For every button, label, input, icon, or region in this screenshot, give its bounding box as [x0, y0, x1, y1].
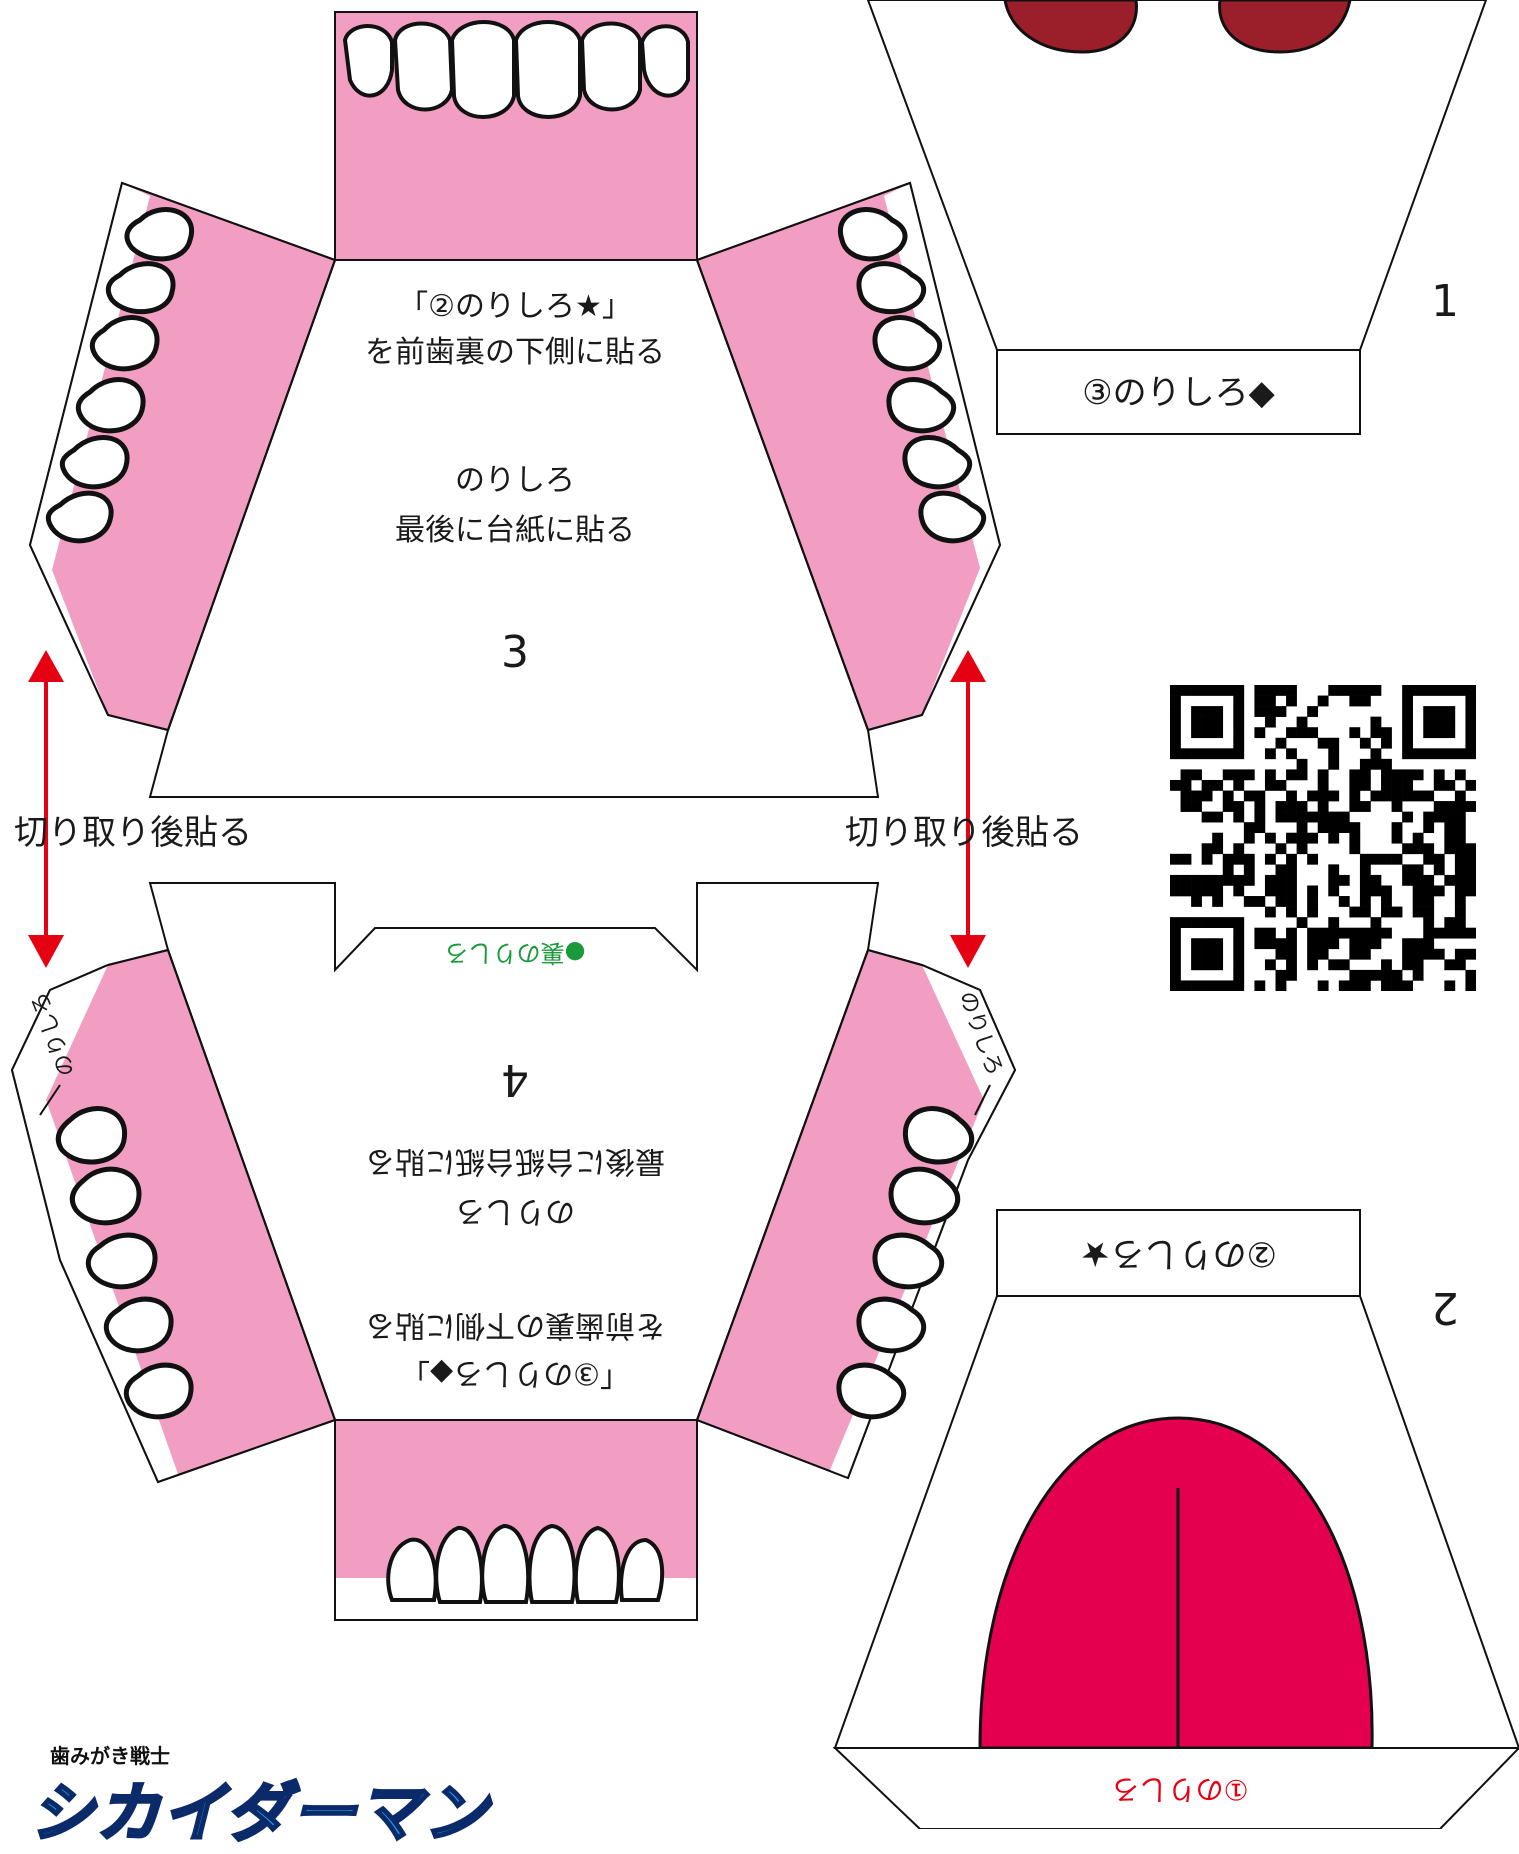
lower-front-teeth — [386, 1523, 665, 1604]
brand-subtitle: 歯みがき戦士 — [50, 1744, 170, 1768]
panel4-tab-instruction-2: を前歯裏の下側に貼る — [365, 1307, 665, 1343]
panel2-tab-label: ②のりしろ★ — [1080, 1233, 1277, 1274]
panel-3-upper-jaw — [28, 11, 1002, 798]
lower-right-molars — [836, 1106, 975, 1420]
panel4-number: 4 — [501, 1054, 529, 1105]
panel-1-lips — [866, 0, 1488, 435]
panel4-glue-label-2: 最後に台紙台紙に貼る — [365, 1143, 665, 1179]
cut-instruction-right: 切り取り後貼る — [845, 813, 1083, 853]
panel3-glue-label-2: 最後に台紙に貼る — [395, 513, 635, 548]
qr-code-icon[interactable] — [1170, 685, 1477, 992]
panel1-number: 1 — [1431, 276, 1459, 327]
right-molars — [837, 207, 987, 544]
panel1-tab-label: ③のりしろ◆ — [1082, 373, 1275, 413]
panel2-bottom-glue-label: ①のりしろ — [1111, 1773, 1249, 1806]
panel4-back-glue-label: ●裏のりしろ — [444, 939, 586, 967]
lower-left-molars — [55, 1106, 194, 1420]
front-teeth — [342, 20, 690, 119]
panel3-tab-instruction-2: を前歯裏の下側に貼る — [365, 335, 665, 370]
panel4-glue-label-1: のりしろ — [455, 1193, 575, 1229]
panel3-tab-instruction-1: 「②のりしろ★」 — [398, 289, 632, 324]
panel-4-lower-jaw — [10, 882, 1017, 1621]
left-molars — [45, 207, 195, 544]
panel2-number: 2 — [1431, 1282, 1459, 1333]
cut-instruction-left: 切り取り後貼る — [14, 813, 252, 853]
panel-2-tongue — [832, 1209, 1519, 1829]
double-arrow-icon — [950, 650, 986, 968]
brand-logo: シカイダーマン — [28, 1776, 490, 1853]
double-arrow-icon — [28, 650, 64, 968]
panel3-number: 3 — [501, 627, 529, 678]
panel4-tab-instruction-1: 「③のりしろ◆」 — [400, 1355, 630, 1391]
panel3-glue-label-1: のりしろ — [455, 463, 575, 498]
